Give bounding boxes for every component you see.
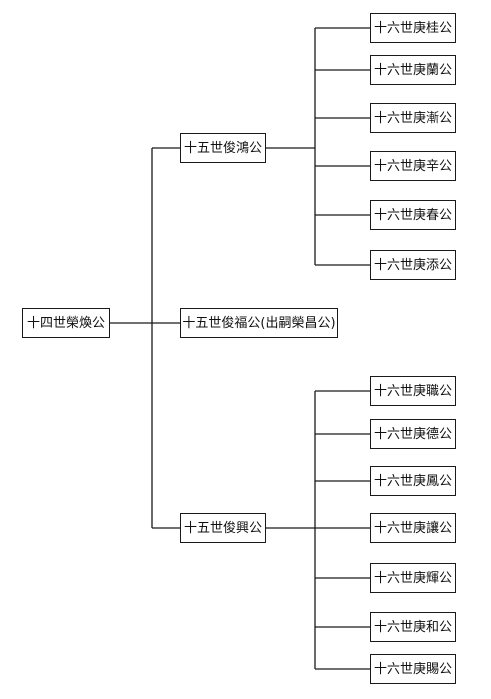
node-gen16: 十六世庚春公 xyxy=(370,200,456,230)
node-gen15-3: 十五世俊興公 xyxy=(180,513,266,543)
node-gen16: 十六世庚德公 xyxy=(370,419,456,449)
node-gen16: 十六世庚添公 xyxy=(370,250,456,280)
node-gen15-2: 十五世俊福公(出嗣榮昌公) xyxy=(180,308,338,338)
node-gen16: 十六世庚輝公 xyxy=(370,563,456,593)
node-gen16: 十六世庚鳳公 xyxy=(370,466,456,496)
node-gen16: 十六世庚辛公 xyxy=(370,151,456,181)
node-gen16: 十六世庚桂公 xyxy=(370,13,456,43)
node-gen16: 十六世庚職公 xyxy=(370,376,456,406)
node-gen15-1: 十五世俊鴻公 xyxy=(180,133,266,163)
node-gen16: 十六世庚賜公 xyxy=(370,654,456,684)
node-gen16: 十六世庚讓公 xyxy=(370,513,456,543)
node-gen16: 十六世庚和公 xyxy=(370,612,456,642)
node-gen16: 十六世庚蘭公 xyxy=(370,55,456,85)
node-gen14-root: 十四世榮煥公 xyxy=(22,308,110,338)
node-gen16: 十六世庚漸公 xyxy=(370,103,456,133)
